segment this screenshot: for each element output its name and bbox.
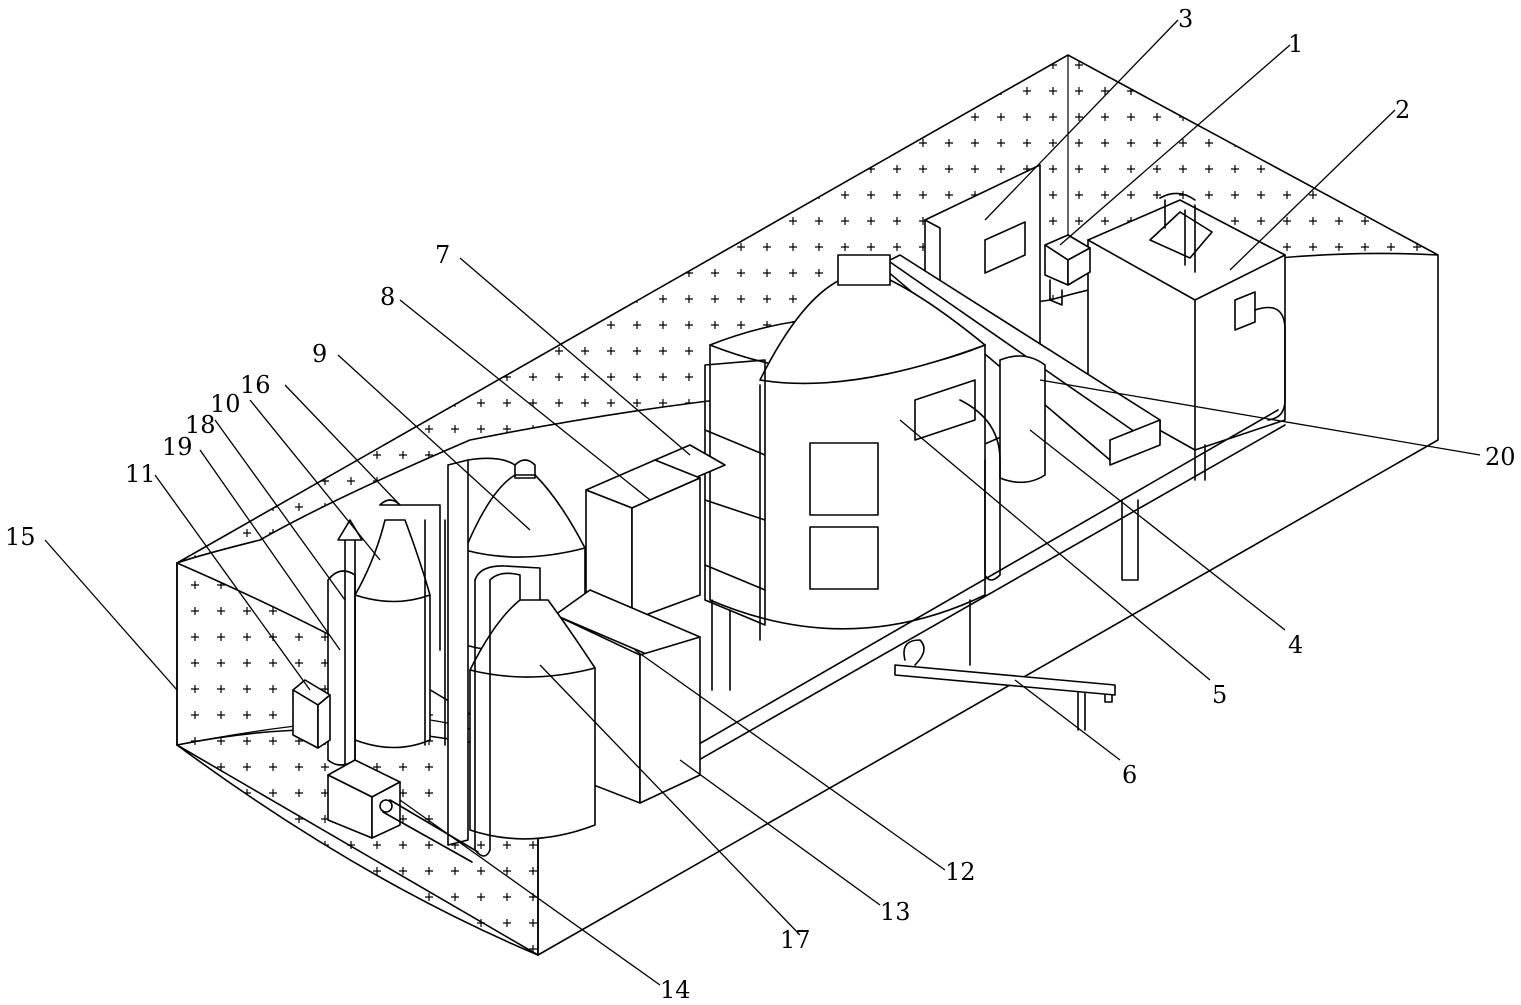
- large-drum: [704, 254, 1001, 691]
- callout-12: 12: [945, 858, 976, 886]
- support-legs: [1077, 499, 1139, 731]
- screw-conveyor: [894, 639, 1116, 703]
- small-device: [1044, 234, 1091, 306]
- tank-17: [469, 565, 596, 857]
- box-14: [327, 759, 479, 863]
- callout-1: 1: [1288, 30, 1303, 58]
- callout-5: 5: [1212, 681, 1227, 709]
- rear-tank: [999, 355, 1046, 484]
- tall-duct: [447, 457, 516, 846]
- tank-16: [354, 499, 446, 749]
- callout-labels: 1 2 3 4 5 6 7 8 9 10 11 12 13 14 15 16 1…: [5, 5, 1516, 1004]
- callout-14: 14: [660, 976, 691, 1004]
- callout-7: 7: [435, 241, 450, 269]
- callout-15: 15: [5, 523, 36, 551]
- callout-16: 16: [240, 371, 271, 399]
- callout-4: 4: [1288, 631, 1303, 659]
- callout-20: 20: [1485, 443, 1516, 471]
- box-8: [585, 459, 701, 621]
- callout-9: 9: [312, 340, 327, 368]
- callout-19: 19: [162, 433, 193, 461]
- leader-lines: [44, 19, 1481, 986]
- callout-10: 10: [210, 390, 241, 418]
- small-box-11: [292, 679, 331, 749]
- callout-18: 18: [185, 411, 216, 439]
- callout-13: 13: [880, 898, 911, 926]
- callout-3: 3: [1178, 5, 1193, 33]
- callout-6: 6: [1122, 761, 1137, 789]
- callout-17: 17: [780, 926, 811, 954]
- callout-11: 11: [125, 460, 156, 488]
- callout-8: 8: [380, 283, 395, 311]
- callout-2: 2: [1395, 96, 1410, 124]
